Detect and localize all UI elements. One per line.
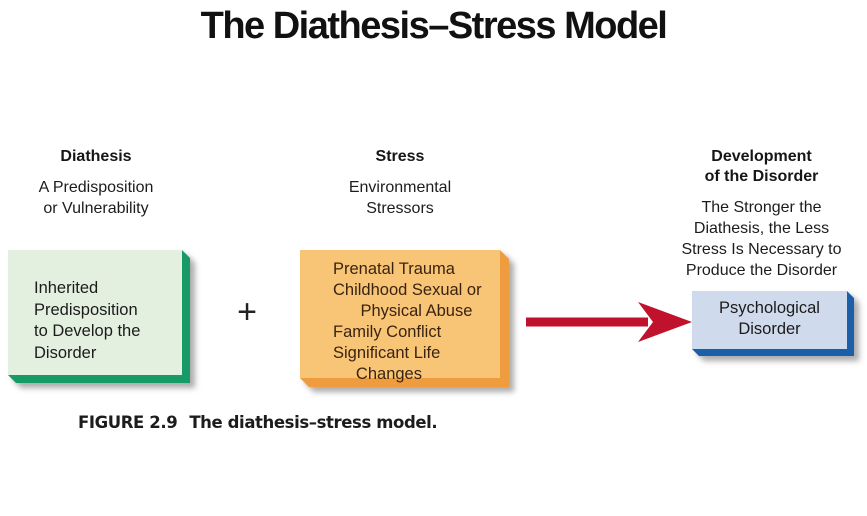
development-heading: Development of the Disorder <box>704 148 819 185</box>
plus-sign: + <box>237 293 257 331</box>
column-header-diathesis: Diathesis A Predisposition or Vulnerabil… <box>0 147 192 219</box>
figure-caption-text: The diathesis–stress model. <box>189 413 438 432</box>
stress-subheading: Environmental Stressors <box>348 179 452 217</box>
right-arrow-icon <box>526 302 692 342</box>
figure-caption-number: FIGURE 2.9 <box>78 413 178 432</box>
column-header-development: Development of the Disorder The Stronger… <box>656 147 867 281</box>
stress-box-slab <box>300 250 500 378</box>
diathesis-box-slab <box>8 250 182 375</box>
diathesis-box: Inherited Predisposition to Develop the … <box>8 250 182 375</box>
stress-heading: Stress <box>375 148 425 165</box>
disorder-box: Psychological Disorder <box>692 291 847 349</box>
development-subheading: The Stronger the Diathesis, the Less Str… <box>681 199 842 279</box>
diathesis-box-text: Inherited Predisposition to Develop the … <box>34 279 141 362</box>
stress-box-text: Prenatal Trauma Childhood Sexual or Phys… <box>333 260 482 383</box>
diathesis-subheading: A Predisposition or Vulnerability <box>38 179 154 217</box>
column-header-stress: Stress Environmental Stressors <box>300 147 500 219</box>
disorder-box-slab <box>692 291 847 349</box>
diathesis-heading: Diathesis <box>60 148 132 165</box>
disorder-box-text: Psychological Disorder <box>719 299 820 338</box>
figure-title: The Diathesis–Stress Model <box>200 5 668 47</box>
stress-box: Prenatal Trauma Childhood Sexual or Phys… <box>300 250 500 383</box>
figure-caption: FIGURE 2.9 The diathesis–stress model. <box>78 413 438 432</box>
